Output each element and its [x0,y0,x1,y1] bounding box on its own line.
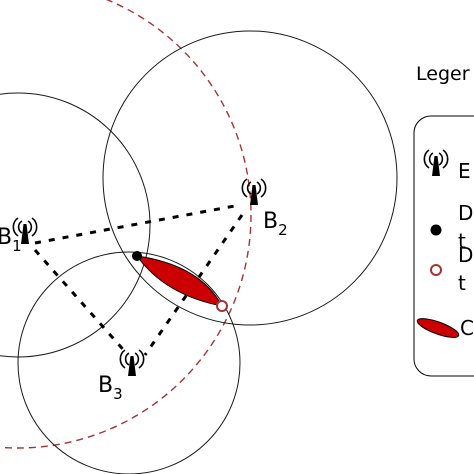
legend-item-hollow-point: D t [430,243,473,295]
station-b2: B2 [241,178,288,239]
legend-item-filled-point: D t [430,201,473,253]
legend-item-filled-line1: D [458,201,473,225]
station-label-b3: B3 [98,373,123,403]
legend: Leger E D t D t C [413,63,474,377]
link-b1-b3 [33,249,130,356]
legend-item-filled-line2: t [458,229,466,253]
legend-item-region-text: C [460,316,474,340]
station-b1: B1 [0,217,38,255]
legend-title: Leger [416,63,470,85]
red-ellipse-icon [416,318,460,338]
legend-box [413,115,474,377]
station-label-b2: B2 [263,209,288,239]
antenna-tower-icon [423,149,449,176]
station-b3: B3 [98,349,145,403]
hollow-dot-icon [430,264,442,276]
range-circle-b3 [17,251,241,474]
antenna-tower-icon [119,349,145,376]
antenna-tower-icon [241,178,267,205]
intersection-point-filled [132,251,142,261]
range-circle-b1 [0,92,151,358]
legend-item-station-text: E [458,159,471,183]
legend-item-region: C [416,316,474,340]
intersection-point-hollow [216,300,228,312]
legend-item-hollow-line1: D [458,243,473,267]
filled-dot-icon [430,224,442,236]
station-label-b1: B1 [0,225,22,255]
legend-item-station: E [423,149,471,183]
uncertainty-dashed-circle [0,0,252,449]
range-circle-b2 [102,30,398,326]
link-b1-b2 [34,203,241,245]
legend-item-hollow-line2: t [458,271,466,295]
